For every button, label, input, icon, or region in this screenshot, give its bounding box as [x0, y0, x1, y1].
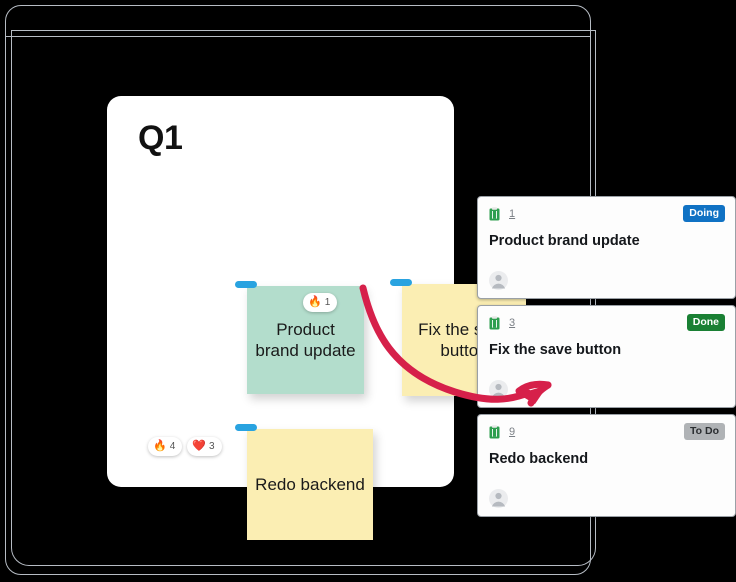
- avatar-icon[interactable]: [489, 489, 508, 508]
- reaction-chip-group: 🔥 4 ❤️ 3: [148, 437, 222, 456]
- clipboard-icon: [489, 425, 500, 439]
- avatar-icon[interactable]: [489, 271, 508, 290]
- reaction-count: 1: [324, 296, 331, 308]
- reaction-count: 4: [169, 440, 176, 452]
- sticky-note-tab-icon[interactable]: [390, 279, 412, 286]
- task-card-id[interactable]: 9: [509, 425, 516, 438]
- task-card-list: 1 Doing Product brand update 3 Done: [477, 196, 736, 517]
- sticky-note-tab-icon[interactable]: [235, 424, 257, 431]
- task-card-fix-the-save-button[interactable]: 3 Done Fix the save button: [477, 305, 736, 408]
- reaction-chip-fire[interactable]: 🔥 1: [303, 293, 338, 312]
- reaction-count: 3: [208, 440, 215, 452]
- status-badge[interactable]: Doing: [683, 205, 725, 223]
- status-badge[interactable]: To Do: [684, 423, 725, 441]
- sticky-note-tab-icon[interactable]: [235, 281, 257, 288]
- sticky-note-text: Redo backend: [255, 474, 365, 494]
- clipboard-icon: [489, 316, 500, 330]
- task-card-product-brand-update[interactable]: 1 Doing Product brand update: [477, 196, 736, 299]
- task-card-title: Fix the save button: [489, 342, 622, 358]
- task-card-id[interactable]: 1: [509, 207, 516, 220]
- task-card-title: Redo backend: [489, 451, 589, 467]
- page-title: Q1: [138, 119, 183, 157]
- task-card-id[interactable]: 3: [509, 316, 516, 329]
- fire-emoji: 🔥: [153, 440, 167, 452]
- reaction-chip-heart[interactable]: ❤️ 3: [187, 437, 222, 456]
- task-card-title: Product brand update: [489, 233, 640, 249]
- heart-emoji: ❤️: [192, 440, 206, 452]
- status-badge[interactable]: Done: [686, 314, 725, 332]
- clipboard-icon: [489, 207, 500, 221]
- inner-content-panel-top-edge: [11, 30, 596, 31]
- reaction-chip-fire[interactable]: 🔥 4: [148, 437, 183, 456]
- avatar-icon[interactable]: [489, 380, 508, 399]
- window-toolbar-divider: [5, 36, 591, 37]
- sticky-note-text: Product brand update: [255, 319, 356, 360]
- task-card-redo-backend[interactable]: 9 To Do Redo backend: [477, 414, 736, 517]
- sticky-note-redo-backend[interactable]: Redo backend: [235, 424, 373, 540]
- reaction-chip-group: 🔥 1: [303, 293, 338, 312]
- fire-emoji: 🔥: [308, 296, 322, 308]
- whiteboard-card[interactable]: Q1 Product brand update Fix the save but…: [107, 96, 526, 540]
- task-card-header: 1: [489, 206, 724, 222]
- task-card-header: 9: [489, 424, 724, 440]
